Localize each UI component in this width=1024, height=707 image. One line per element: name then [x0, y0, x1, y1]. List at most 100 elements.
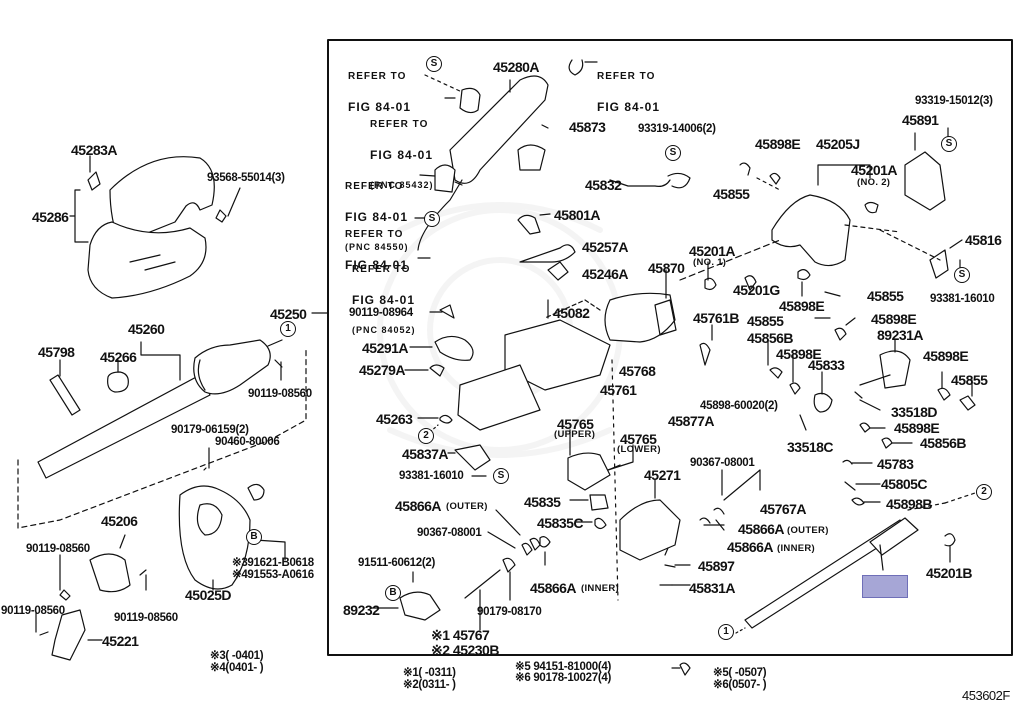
part-label[interactable]: 90119-08560 — [248, 388, 312, 400]
part-label[interactable]: ※1 45767 — [431, 627, 490, 643]
part-label[interactable]: 89231A — [877, 327, 924, 343]
part-label[interactable]: 45201G — [733, 282, 780, 298]
part-label[interactable]: 90119-08560 — [1, 605, 65, 617]
part-label-note: (OUTER) — [446, 501, 488, 512]
part-label[interactable]: 45898B — [886, 496, 933, 512]
part-label[interactable]: 45855 — [713, 186, 750, 202]
part-label[interactable]: 45837A — [402, 446, 449, 462]
part-label[interactable]: 45870 — [648, 260, 685, 276]
part-label[interactable]: 45783 — [877, 456, 914, 472]
part-label[interactable]: 45898E — [776, 346, 822, 362]
part-label[interactable]: 45898E — [779, 298, 825, 314]
part-label[interactable]: 45898-60020(2) — [700, 400, 778, 412]
part-label[interactable]: 45835C — [537, 515, 584, 531]
part-label[interactable]: 90179-06159(2) — [171, 424, 249, 436]
part-label[interactable]: 45765 — [557, 416, 594, 432]
part-label[interactable]: 45898E — [871, 311, 917, 327]
part-label[interactable]: 93319-14006(2) — [638, 123, 716, 135]
part-label[interactable]: 45257A — [582, 239, 629, 255]
footnote[interactable]: ※5 94151-81000(4) — [515, 661, 611, 673]
part-label[interactable]: 45283A — [71, 142, 118, 158]
part-label[interactable]: 33518D — [891, 404, 938, 420]
part-label[interactable]: ※2 45230B — [431, 642, 499, 658]
part-label[interactable]: 45286 — [32, 209, 69, 225]
part-label[interactable]: 89232 — [343, 602, 380, 618]
part-label[interactable]: 45832 — [585, 177, 622, 193]
part-label[interactable]: 45768 — [619, 363, 656, 379]
part-label[interactable]: 45898E — [923, 348, 969, 364]
part-label[interactable]: 45798 — [38, 344, 75, 360]
part-label[interactable]: 45801A — [554, 207, 601, 223]
part-label[interactable]: ※491553-A0616 — [232, 569, 314, 581]
part-label[interactable]: 45280A — [493, 59, 540, 75]
refer-note-3[interactable]: REFER TO FIG 84-01 (PNC 85432) — [370, 119, 434, 191]
part-label[interactable]: 45855 — [951, 372, 988, 388]
main-frame — [327, 39, 1013, 656]
part-label[interactable]: 90460-80006 — [215, 436, 280, 448]
part-label[interactable]: 45266 — [100, 349, 137, 365]
part-label[interactable]: 93381-16010 — [399, 470, 464, 482]
part-label[interactable]: 45201B — [926, 565, 973, 581]
refer-note-1[interactable]: REFER TO FIG 84-01 — [348, 71, 412, 114]
part-label[interactable]: 91511-60612(2) — [358, 557, 436, 569]
part-label[interactable]: 45816 — [965, 232, 1002, 248]
part-label[interactable]: 45291A — [362, 340, 409, 356]
part-label[interactable]: 45263 — [376, 411, 413, 427]
part-label[interactable]: 45835 — [524, 494, 561, 510]
intermediate-shaft-45201 — [735, 492, 976, 634]
part-label[interactable]: 45246A — [582, 266, 629, 282]
part-label[interactable]: 45761 — [600, 382, 637, 398]
part-label[interactable]: 45201A — [689, 243, 736, 259]
part-label[interactable]: 45206 — [101, 513, 138, 529]
refer-note-4[interactable]: REFER TO FIG 84-01 (PNC 84550) — [345, 181, 409, 253]
part-label[interactable]: 45897 — [698, 558, 735, 574]
part-label[interactable]: 45855 — [747, 313, 784, 329]
part-label[interactable]: 45805C — [881, 476, 928, 492]
part-label[interactable]: 45891 — [902, 112, 939, 128]
footnote: ※2(0311- ) — [403, 679, 456, 691]
part-label[interactable]: 93568-55014(3) — [207, 172, 285, 184]
part-label[interactable]: 45025D — [185, 587, 232, 603]
part-label[interactable]: 90367-08001 — [417, 527, 482, 539]
part-label[interactable]: 45221 — [102, 633, 139, 649]
part-label[interactable]: 93319-15012(3) — [915, 95, 993, 107]
part-label[interactable]: 45271 — [644, 467, 681, 483]
part-label[interactable]: 45898E — [894, 420, 940, 436]
s-mark-icon: S — [941, 136, 957, 152]
part-label[interactable]: 45765 — [620, 431, 657, 447]
part-label[interactable]: 90179-08170 — [477, 606, 542, 618]
part-label[interactable]: 45898E — [755, 136, 801, 152]
part-label[interactable]: 45855 — [867, 288, 904, 304]
footnote[interactable]: ※6 90178-10027(4) — [515, 672, 611, 684]
part-label[interactable]: 45205J — [816, 136, 860, 152]
intermediate-parts — [35, 447, 286, 661]
part-label[interactable]: 45761B — [693, 310, 740, 326]
highlighted-part-box[interactable] — [862, 575, 908, 598]
refer-note-5[interactable]: REFER TO FIG 84-01 — [345, 229, 409, 272]
part-label[interactable]: 45279A — [359, 362, 406, 378]
part-label[interactable]: 45856B — [747, 330, 794, 346]
part-label[interactable]: 45866A — [395, 498, 442, 514]
part-label[interactable]: 45767A — [760, 501, 807, 517]
part-label[interactable]: 90119-08560 — [26, 543, 90, 555]
part-label[interactable]: 45866A — [530, 580, 577, 596]
part-label[interactable]: 33518C — [787, 439, 834, 455]
part-label[interactable]: 90367-08001 — [690, 457, 755, 469]
part-label[interactable]: 45250 — [270, 306, 307, 322]
part-label[interactable]: 45833 — [808, 357, 845, 373]
part-label[interactable]: 90119-08964 — [349, 307, 413, 319]
part-label[interactable]: 93381-16010 — [930, 293, 995, 305]
part-label[interactable]: 45831A — [689, 580, 736, 596]
part-label[interactable]: 45260 — [128, 321, 165, 337]
part-label[interactable]: ※391621-B0618 — [232, 557, 314, 569]
part-label[interactable]: 45877A — [668, 413, 715, 429]
refer-note-2[interactable]: REFER TO FIG 84-01 — [597, 71, 661, 114]
part-label[interactable]: 45873 — [569, 119, 606, 135]
part-label[interactable]: 45201A — [851, 162, 898, 178]
refer-note-6[interactable]: REFER TO FIG 84-01 (PNC 84052) — [352, 264, 416, 336]
part-label[interactable]: 45866A — [738, 521, 785, 537]
part-label[interactable]: 45082 — [553, 305, 590, 321]
part-label[interactable]: 90119-08560 — [114, 612, 178, 624]
part-label[interactable]: 45856B — [920, 435, 967, 451]
part-label[interactable]: 45866A — [727, 539, 774, 555]
